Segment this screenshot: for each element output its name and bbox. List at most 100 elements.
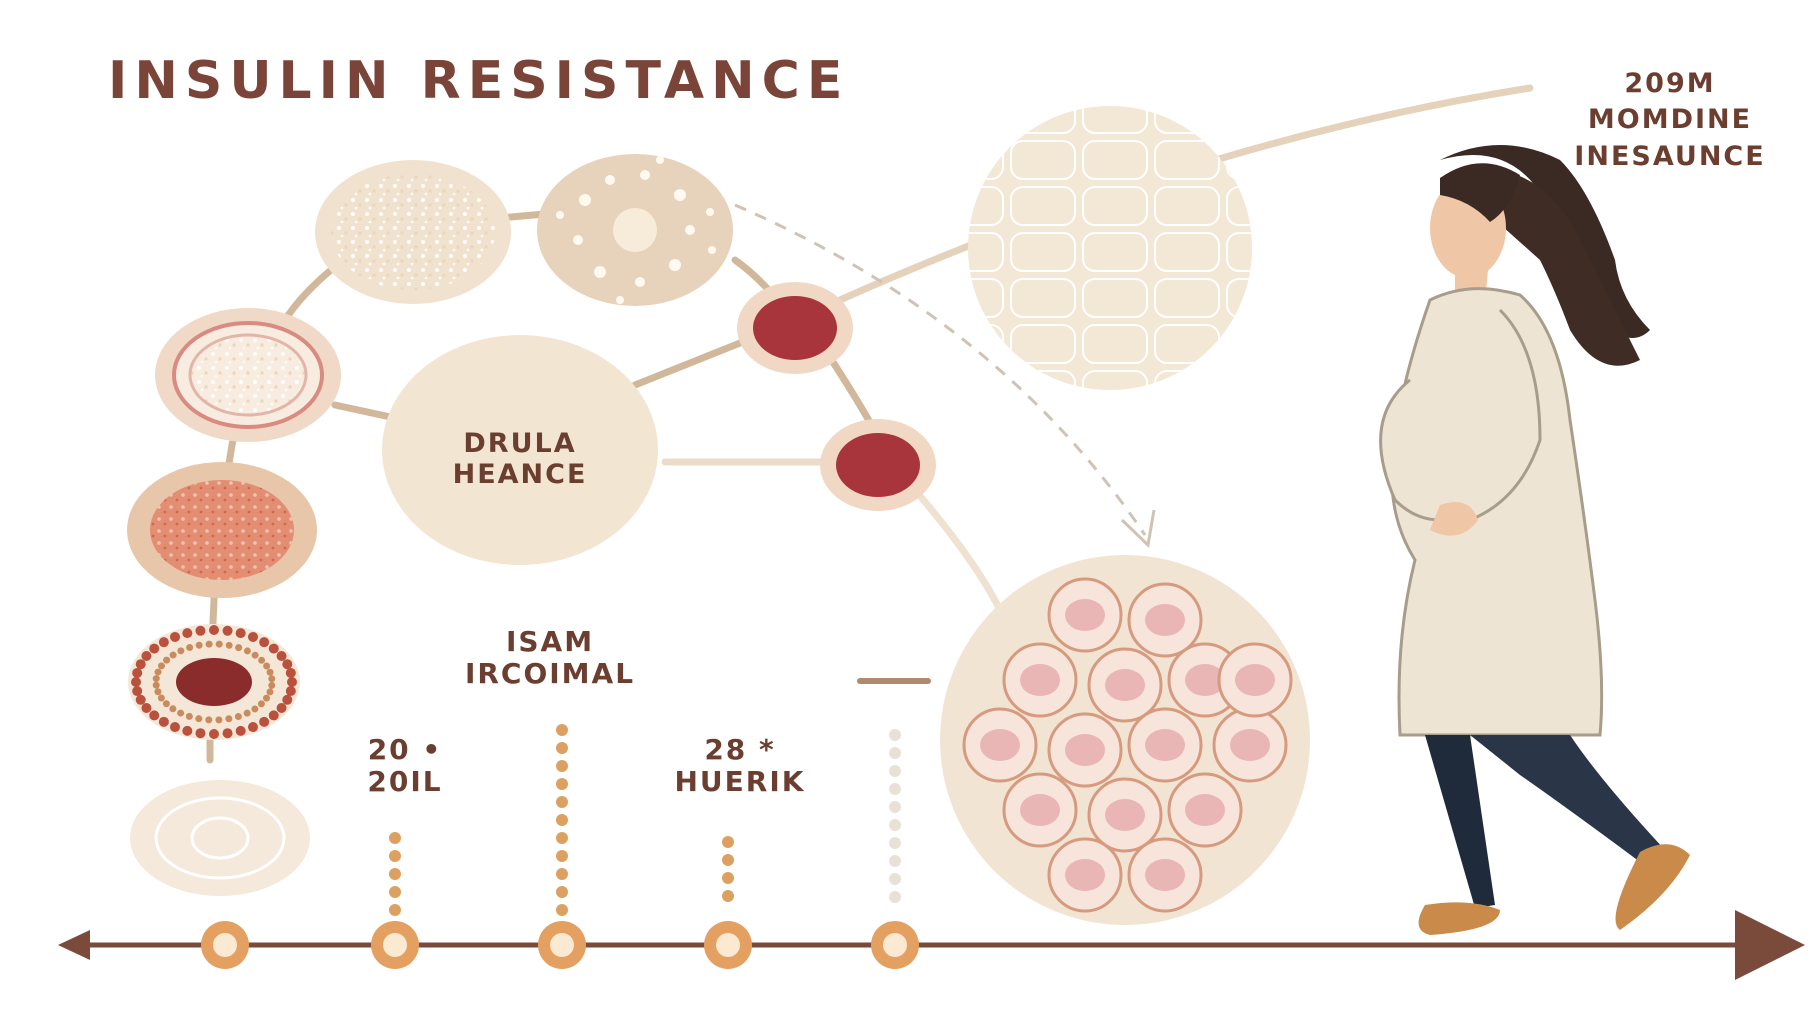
spike-dot-inner (251, 651, 259, 659)
spike-dot-inner (243, 709, 251, 717)
stem-dot (556, 886, 568, 898)
cluster-cell-nucleus (1185, 794, 1225, 826)
spike-dot-inner (186, 644, 194, 652)
spike-dot-inner (205, 640, 213, 648)
cluster-cell-nucleus (1145, 729, 1185, 761)
stem-dot (722, 854, 734, 866)
cluster-cell-nucleus (1105, 799, 1145, 831)
spike-dot (135, 694, 146, 705)
spike-dot (282, 694, 293, 705)
spike-dot-inner (158, 662, 166, 670)
spike-dot (259, 716, 270, 727)
mid-label-line-1: ISAM (505, 625, 595, 658)
stem-dot (556, 760, 568, 772)
stem-dot (556, 904, 568, 916)
spike-dot-inner (215, 640, 223, 648)
spike-dot-inner (169, 705, 177, 713)
mid-label: ISAM IRCOIMAL (430, 625, 670, 690)
stem-dot (389, 850, 401, 862)
spike-dot (132, 667, 143, 678)
spike-dot (170, 722, 180, 733)
spike-dot (149, 710, 160, 721)
spike-dot-inner (262, 694, 270, 702)
spike-dot-inner (185, 712, 193, 720)
red-cell-upper-core (753, 296, 837, 360)
ring-cell-core (188, 333, 308, 417)
stem-dot (389, 904, 401, 916)
cluster-cell-nucleus (1065, 859, 1105, 891)
corner-label-line-3: INESAUNCE (1574, 140, 1766, 172)
stem-dot (556, 814, 568, 826)
cluster-cell-nucleus (1145, 604, 1185, 636)
timeline-node-center (883, 933, 907, 957)
stem-dot (889, 819, 901, 831)
dashed-arrow (734, 203, 1147, 536)
stem-dot (556, 724, 568, 736)
spike-dot-inner (152, 681, 160, 689)
spike-dot (259, 637, 270, 648)
spike-dot (248, 631, 258, 642)
spike-dot (158, 637, 169, 648)
corner-label-line-2: MOMDINE (1587, 104, 1753, 136)
timeline-right-label: 28 * HUERIK (650, 733, 830, 799)
spike-dot (235, 725, 246, 736)
stem-dot (889, 801, 901, 813)
timeline-right-line-1: 28 * (704, 733, 776, 766)
spike-dot (276, 651, 287, 661)
pregnant-woman-figure (1379, 145, 1690, 935)
stem-dot (389, 886, 401, 898)
spike-dot (195, 625, 206, 636)
stem-dot (889, 783, 901, 795)
red-cell-lower-core (836, 433, 920, 497)
stem-dot (556, 778, 568, 790)
spike-dot (182, 725, 193, 736)
spike-dot (141, 703, 152, 713)
diagram-title: INSULIN RESISTANCE (108, 51, 850, 111)
stem-dot (556, 868, 568, 880)
spike-dot (268, 643, 279, 654)
spike-dot (235, 628, 246, 639)
center-cell-label: DRULA HEANCE (400, 428, 640, 490)
spike-dot (149, 643, 160, 654)
spike-dot-inner (243, 647, 251, 655)
spike-dot-inner (177, 709, 185, 717)
spike-dot-inner (268, 675, 276, 683)
timeline-right-line-2: HUERIK (674, 765, 806, 799)
cluster-cell-nucleus (1065, 734, 1105, 766)
spike-dot-inner (251, 705, 259, 713)
timeline-left-line-2: 20IL (367, 765, 443, 799)
spike-dot-inner (215, 716, 223, 724)
cluster-cell-nucleus (1020, 794, 1060, 826)
spike-dot-inner (157, 694, 165, 702)
stem-dot (389, 832, 401, 844)
dotted-cell-dots (556, 156, 716, 304)
spike-dot (248, 722, 258, 733)
spike-dot-inner (152, 675, 160, 683)
spike-dot-inner (154, 668, 162, 676)
center-label-line-2: HEANCE (452, 459, 588, 491)
timeline-axis-left-head (58, 930, 90, 960)
spike-dot-inner (257, 700, 265, 708)
spiked-cell (128, 624, 300, 740)
spike-dot-inner (263, 662, 271, 670)
stem-dot (889, 729, 901, 741)
stem-dot (556, 832, 568, 844)
center-label-line-1: DRULA (463, 428, 577, 459)
cluster-cell-nucleus (1230, 729, 1270, 761)
cluster-cell-nucleus (1020, 664, 1060, 696)
stem-dot (722, 872, 734, 884)
spike-dot-inner (169, 651, 177, 659)
cluster-cell-nucleus (1145, 859, 1185, 891)
stem-dot (556, 850, 568, 862)
stem-dot (556, 796, 568, 808)
stem-dot (722, 836, 734, 848)
stem-dot (556, 742, 568, 754)
spike-dot (141, 651, 152, 661)
spike-dot (287, 677, 297, 687)
timeline-left-label: 20 • 20IL (330, 733, 480, 799)
spike-dot (282, 659, 293, 670)
spike-dot-inner (195, 641, 203, 649)
spike-dot (158, 716, 169, 727)
spike-dot-inner (234, 712, 242, 720)
